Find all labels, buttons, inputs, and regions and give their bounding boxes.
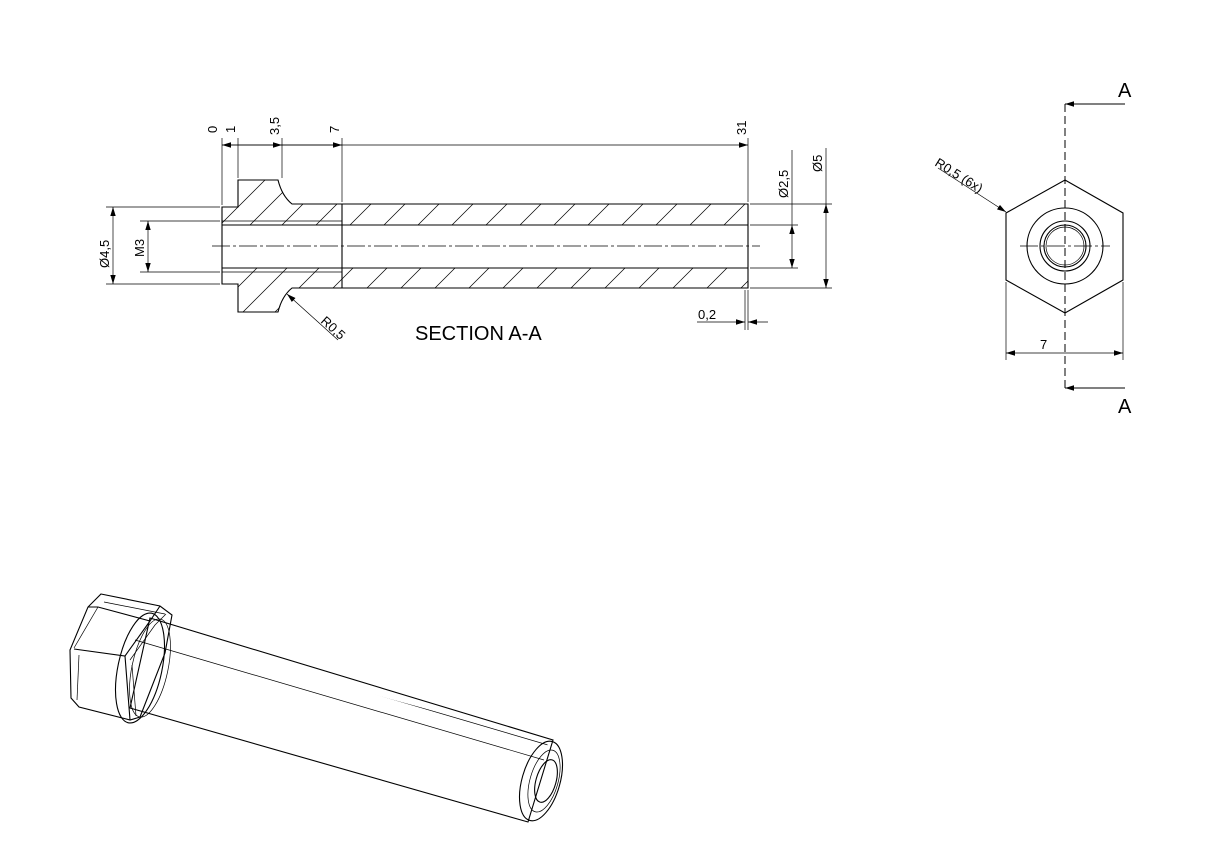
dim-3-5: 3,5	[267, 117, 282, 135]
thread-label: M3	[132, 239, 147, 257]
section-marker-bottom: A	[1118, 396, 1132, 418]
fillet-leader	[286, 293, 339, 341]
hatch-top	[222, 180, 748, 225]
dia-outer-label: Ø5	[810, 155, 825, 172]
hatch-bottom	[222, 268, 748, 312]
dia-bore-label: Ø2,5	[776, 170, 791, 198]
dim-7: 7	[327, 126, 342, 133]
dim-31: 31	[734, 121, 749, 135]
hex-radius-leader	[937, 167, 1007, 213]
part-outline	[221, 179, 749, 313]
end-view: A A R0,5 (6x) 7	[932, 80, 1132, 418]
hex-width-label: 7	[1040, 337, 1047, 352]
section-view: 0 1 3,5 7 31 Ø2,5 Ø5 Ø4,5 M3 R0,5 0,2	[97, 117, 832, 345]
shank-body	[129, 617, 554, 823]
shank-end-bore	[534, 759, 558, 803]
fillet-label: R0,5	[318, 313, 348, 343]
dim-0: 0	[205, 126, 220, 133]
shank-end-face	[518, 740, 564, 822]
hex-radius-label: R0,5 (6x)	[932, 155, 985, 196]
isometric-view	[69, 593, 564, 823]
dim-1: 1	[223, 126, 238, 133]
section-marker-top: A	[1118, 80, 1132, 102]
section-title: SECTION A-A	[415, 323, 542, 345]
collar	[114, 612, 166, 724]
dia-head-label: Ø4,5	[97, 240, 112, 268]
hex-outline	[1005, 179, 1124, 314]
gap-label: 0,2	[698, 307, 716, 322]
